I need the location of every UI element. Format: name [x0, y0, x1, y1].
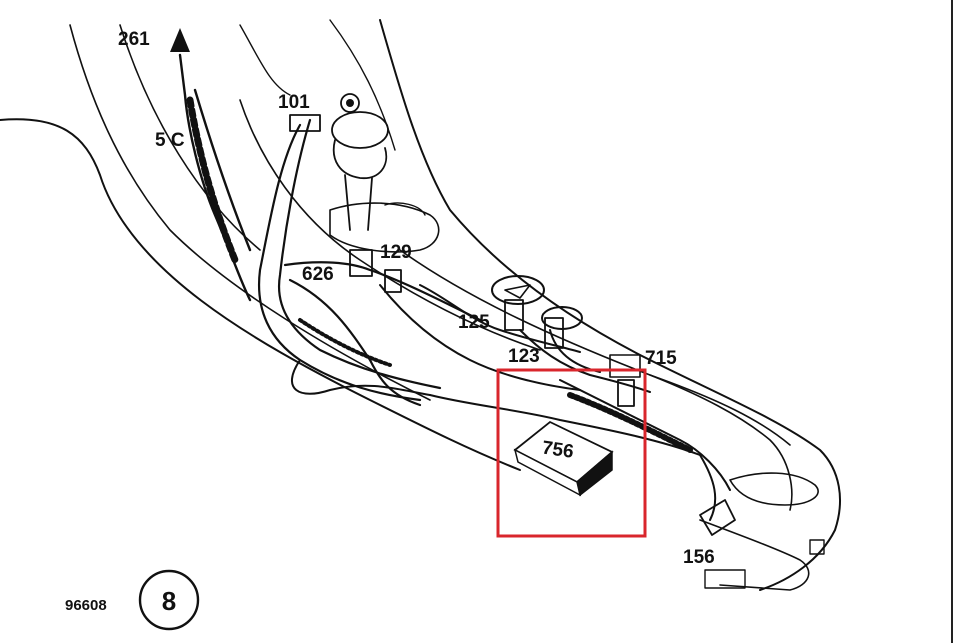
console-switches: [491, 275, 641, 378]
connector-626: [349, 249, 373, 277]
part-labels: 261 101 5 C 129 626 125 123 715 756 156: [118, 29, 715, 568]
label-626: 626: [302, 264, 334, 285]
connector-129: [384, 269, 402, 293]
label-5c: 5 C: [155, 130, 185, 151]
label-101: 101: [278, 92, 310, 113]
up-arrow-icon: [170, 28, 190, 52]
figure-reference: 96608: [65, 597, 107, 614]
dashboard-outline: [0, 19, 521, 471]
connector-101: [289, 114, 321, 132]
antenna-cable: [170, 28, 252, 302]
gear-shift-assembly: [329, 93, 440, 253]
label-123: 123: [508, 346, 540, 367]
label-156: 156: [683, 547, 715, 568]
label-261: 261: [118, 29, 150, 50]
connectors: [289, 114, 736, 536]
label-125: 125: [458, 312, 490, 333]
label-715: 715: [645, 348, 677, 369]
label-756: 756: [541, 438, 575, 463]
label-129: 129: [380, 242, 412, 263]
connector-125: [504, 299, 524, 331]
module-756: [513, 420, 614, 497]
connector-123: [544, 317, 564, 349]
connector-715: [617, 379, 635, 407]
center-console: [239, 19, 841, 591]
circled-number: 8: [162, 586, 176, 616]
connector-156: [699, 499, 736, 536]
circled-number-ring: [138, 569, 200, 631]
highlight-box: [496, 368, 647, 538]
